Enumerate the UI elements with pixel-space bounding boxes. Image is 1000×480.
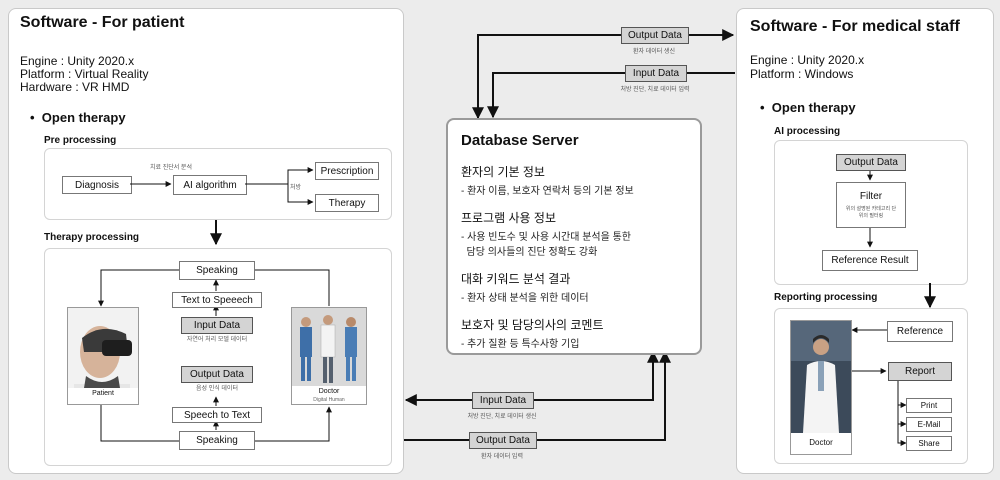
server-item-comments: 보호자 및 담당의사의 코멘트 [461,318,604,332]
server-items: 환자의 기본 정보 - 환자 이름, 보호자 연락처 등의 기본 정보 프로그램… [461,163,634,350]
staff-section-label: Open therapy [771,100,856,115]
therapy-processing-heading: Therapy processing [44,232,140,243]
speaking-bottom-box: Speaking [179,431,255,450]
database-server-panel [446,118,702,355]
bottom-output-note: 환자 데이터 입력 [481,454,523,460]
filter-label: Filter [859,191,883,202]
server-item-keyword-analysis: 대화 키워드 분석 결과 [461,272,571,286]
top-input-data-box: Input Data [625,65,687,82]
patient-section-heading: • Open therapy [30,110,126,125]
patient-platform: Platform : Virtual Reality [20,67,149,81]
staff-output-data-box: Output Data [836,154,906,171]
patient-panel-title: Software - For patient [20,14,185,31]
server-item-program-usage-desc-1: - 사용 빈도수 및 사용 시간대 분석을 통한 [461,232,631,243]
patient-engine: Engine : Unity 2020.x [20,54,135,68]
filter-note: 위의 설명된 카테고리 단위의 필터링 [845,206,897,219]
pre-processing-heading: Pre processing [44,135,117,146]
reference-result-box: Reference Result [822,250,918,271]
prescription-box: Prescription [315,162,379,180]
digital-human-photo: Doctor Digital Human [291,307,367,405]
patient-photo-label: Patient [92,390,114,397]
patient-output-note: 음성 인식 데이터 [196,386,238,392]
top-output-data-box: Output Data [621,27,689,44]
staff-panel-title: Software - For medical staff [750,18,960,35]
pre-note: 치료 진단서 분석 [150,165,192,171]
digital-human-doctors-image [292,308,366,386]
ai-processing-heading: AI processing [774,126,841,137]
branch-note: 처방 [290,185,302,191]
server-item-basic-info: 환자의 기본 정보 [461,165,545,179]
patient-output-data-box: Output Data [181,366,253,383]
speaking-top-box: Speaking [179,261,255,280]
text-to-speech-box: Text to Speeech [172,292,262,308]
top-input-note: 처방 진단, 치료 데이터 입력 [620,87,690,93]
digital-human-label: Doctor [318,388,340,395]
share-box: Share [906,436,952,451]
digital-human-sub: Digital Human [313,397,345,403]
reference-box: Reference [887,321,953,342]
ai-algorithm-box: AI algorithm [173,175,247,195]
server-item-basic-info-desc: - 환자 이름, 보호자 연락처 등의 기본 정보 [461,186,634,197]
staff-doctor-label: Doctor [809,438,833,447]
server-item-program-usage-desc-2: 담당 의사들의 진단 정확도 강화 [461,247,598,258]
filter-box: Filter 위의 설명된 카테고리 단위의 필터링 [836,182,906,228]
database-server-title: Database Server [461,132,579,149]
staff-section-heading: • Open therapy [760,100,856,115]
server-item-comments-desc: - 추가 질환 등 특수사항 기입 [461,339,580,350]
server-item-program-usage: 프로그램 사용 정보 [461,211,556,225]
bottom-input-note: 처방 진단, 치료 데이터 생신 [467,414,537,420]
top-output-note: 환자 데이터 생신 [633,49,675,55]
email-box: E-Mail [906,417,952,432]
patient-input-note: 자연어 처리 모델 데이터 [186,337,248,343]
reporting-processing-heading: Reporting processing [774,292,878,303]
staff-engine: Engine : Unity 2020.x [750,53,865,67]
vr-headset-user-image [68,308,138,388]
diagnosis-box: Diagnosis [62,176,132,194]
patient-vr-photo: Patient [67,307,139,405]
patient-hardware: Hardware : VR HMD [20,80,130,94]
patient-input-data-box: Input Data [181,317,253,334]
server-item-keyword-analysis-desc: - 환자 상태 분석을 위한 데이터 [461,293,589,304]
doctor-photo-image [791,321,851,433]
staff-platform: Platform : Windows [750,67,854,81]
bottom-output-data-box: Output Data [469,432,537,449]
therapy-box: Therapy [315,194,379,212]
staff-doctor-photo: Doctor [790,320,852,455]
speech-to-text-box: Speech to Text [172,407,262,423]
report-box: Report [888,362,952,381]
print-box: Print [906,398,952,413]
bottom-input-data-box: Input Data [472,392,534,409]
patient-section-label: Open therapy [41,110,126,125]
